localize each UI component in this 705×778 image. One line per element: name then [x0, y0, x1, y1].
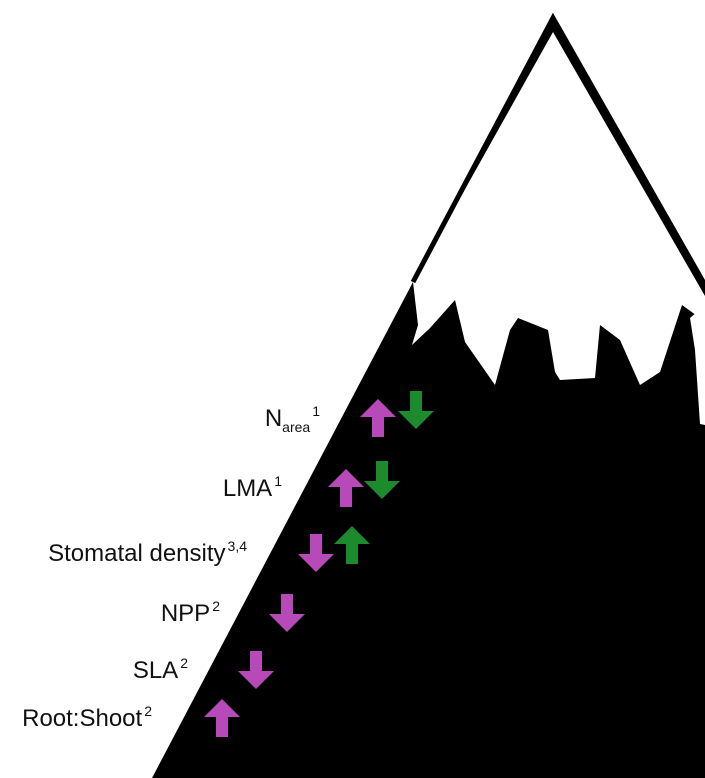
trait-name: SLA: [133, 657, 178, 684]
trait-superscript: 1: [312, 403, 320, 419]
trait-superscript: 3,4: [228, 538, 248, 554]
trait-name: NPP: [161, 600, 210, 627]
trait-name: LMA: [223, 475, 272, 502]
trait-superscript: 2: [180, 655, 188, 671]
mountain-outline: [152, 16, 705, 778]
trait-name: Root:Shoot: [22, 705, 142, 732]
trait-name: Stomatal density: [48, 540, 225, 567]
trait-name: N: [265, 405, 282, 432]
trait-subscript: area: [282, 419, 310, 435]
trait-superscript: 1: [274, 473, 282, 489]
trait-label: Narea1: [265, 403, 320, 435]
trait-superscript: 2: [212, 598, 220, 614]
trait-superscript: 2: [144, 703, 152, 719]
